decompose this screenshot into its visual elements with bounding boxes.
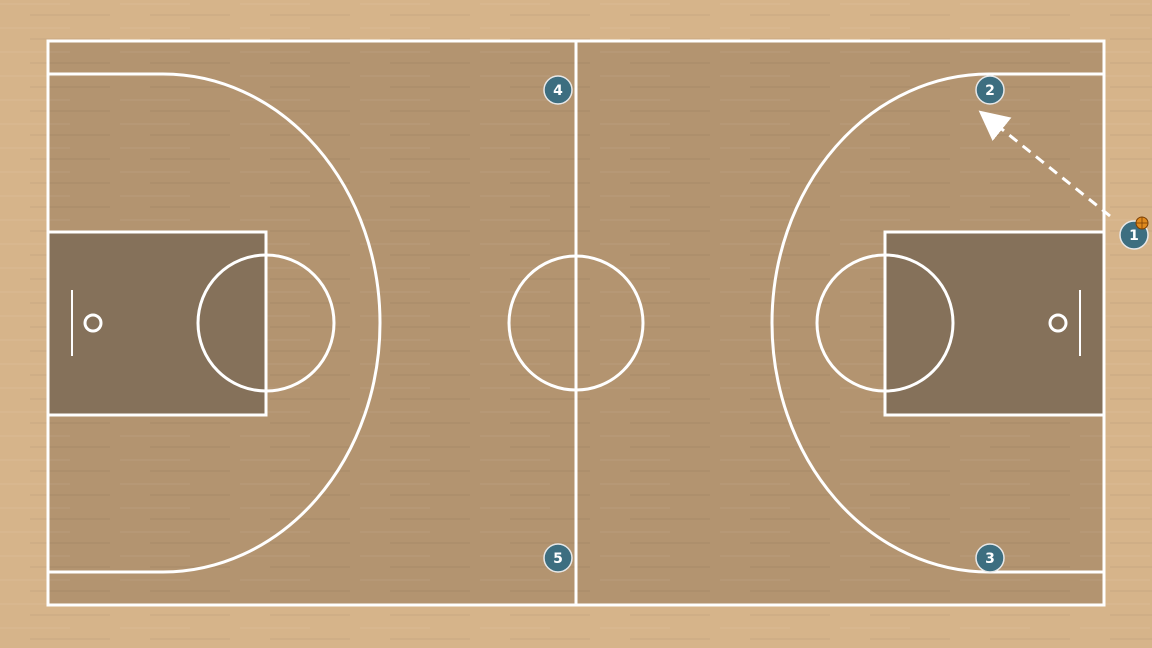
pass-arrow bbox=[978, 110, 1111, 218]
court-lines bbox=[48, 41, 1104, 605]
left-key bbox=[48, 230, 268, 417]
player-4[interactable]: 4 bbox=[543, 75, 573, 105]
player-5[interactable]: 5 bbox=[543, 543, 573, 573]
right-three-point-line bbox=[770, 72, 1104, 574]
player-marker bbox=[543, 543, 573, 573]
player-marker bbox=[543, 75, 573, 105]
right-rim bbox=[1048, 313, 1068, 333]
player-number-label: 4 bbox=[553, 83, 563, 99]
players: 1 2 3 4 5 bbox=[543, 75, 1149, 573]
left-paint bbox=[48, 232, 266, 415]
left-three-point-line bbox=[48, 72, 382, 574]
player-marker bbox=[975, 75, 1005, 105]
basketball-icon bbox=[1135, 216, 1149, 230]
left-free-throw-circle bbox=[196, 253, 336, 393]
player-number-label: 2 bbox=[985, 83, 995, 99]
player-2[interactable]: 2 bbox=[975, 75, 1005, 105]
player-number-label: 1 bbox=[1129, 228, 1139, 244]
player-number-label: 5 bbox=[553, 551, 563, 567]
right-free-throw-circle bbox=[815, 253, 955, 393]
right-paint bbox=[885, 232, 1104, 415]
center-circle bbox=[507, 254, 645, 392]
court-boundary bbox=[46, 39, 1106, 607]
player-3[interactable]: 3 bbox=[975, 543, 1005, 573]
player-marker bbox=[975, 543, 1005, 573]
left-rim bbox=[83, 313, 103, 333]
right-key bbox=[883, 230, 1104, 417]
player-1[interactable]: 1 bbox=[1119, 216, 1149, 250]
player-number-label: 3 bbox=[985, 551, 995, 567]
